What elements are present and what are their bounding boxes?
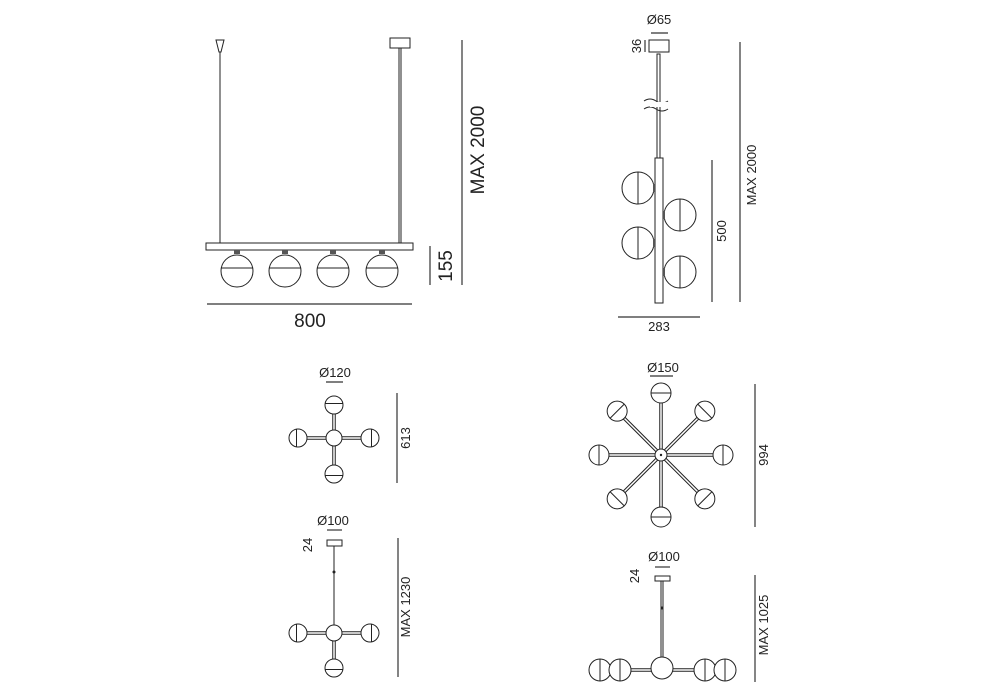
span-label: 613 <box>398 427 413 449</box>
linear-pendant-view: 800 MAX 2000 155 <box>205 37 489 332</box>
radial-top-view: Ø150 994 <box>588 360 771 528</box>
globe-divider <box>609 491 625 507</box>
glass-globe <box>712 444 734 466</box>
canopy-diameter-label: Ø65 <box>647 12 672 27</box>
height-label: MAX 2000 <box>468 106 489 195</box>
canopy-diameter-label: Ø100 <box>648 549 680 564</box>
glass-globe <box>324 464 344 484</box>
globe-outline <box>288 428 308 448</box>
glass-globe <box>663 198 697 232</box>
socket <box>379 250 385 254</box>
globe-outline <box>316 254 350 288</box>
rod-joint <box>660 606 664 610</box>
socket <box>282 250 288 254</box>
height-label: MAX 2000 <box>744 145 759 206</box>
vertical-tube <box>654 157 664 304</box>
glass-globe <box>268 254 302 288</box>
center-hub <box>325 624 343 642</box>
glass-globe <box>713 658 737 682</box>
rod-joint <box>332 570 336 574</box>
glass-globe <box>608 658 632 682</box>
globe-divider <box>697 491 713 507</box>
glass-globe <box>694 488 716 510</box>
canopy-diameter-label: Ø100 <box>317 513 349 528</box>
cable-anchor <box>215 39 225 53</box>
cross-top-view: Ø120 613 <box>288 365 413 484</box>
suspension-rod <box>660 580 664 660</box>
glass-globe <box>650 506 672 528</box>
globe-outline <box>288 623 308 643</box>
globe-outline <box>365 254 399 288</box>
globe-outline <box>360 428 380 448</box>
glass-globe <box>360 623 380 643</box>
socket <box>663 268 665 276</box>
glass-globe <box>316 254 350 288</box>
canopy <box>389 37 411 49</box>
glass-globe <box>324 658 344 678</box>
center-hub <box>650 656 674 680</box>
diameter-label: Ø150 <box>647 360 679 375</box>
width-label: 800 <box>294 311 326 332</box>
diameter-label: Ø120 <box>319 365 351 380</box>
socket <box>234 250 240 254</box>
width-label: 283 <box>648 319 670 334</box>
socket <box>663 211 665 219</box>
glass-globe <box>606 488 628 510</box>
horizontal-bar <box>205 242 414 251</box>
canopy-height-label: 24 <box>627 569 642 583</box>
glass-globe <box>220 254 254 288</box>
cross-side-view: Ø100 24 MAX 1230 <box>288 513 413 678</box>
glass-globe <box>588 444 610 466</box>
glass-globe <box>694 400 716 422</box>
canopy <box>654 575 671 582</box>
glass-globe <box>663 255 697 289</box>
canopy <box>648 39 670 53</box>
glass-globe <box>360 428 380 448</box>
suspension-rod <box>398 47 402 244</box>
glass-globe <box>621 226 655 260</box>
glass-globe <box>650 382 672 404</box>
span-label: 994 <box>756 444 771 466</box>
canopy-height-label: 24 <box>300 538 315 552</box>
glass-globe <box>621 171 655 205</box>
globe-outline <box>220 254 254 288</box>
globe-divider <box>609 403 625 419</box>
arm-inner <box>660 417 699 456</box>
arm-inner <box>623 417 662 456</box>
glass-globe <box>693 658 717 682</box>
height-label: MAX 1230 <box>398 577 413 638</box>
globe-divider <box>697 403 713 419</box>
globe-outline <box>268 254 302 288</box>
center-hub <box>325 429 343 447</box>
glass-globe <box>288 623 308 643</box>
socket <box>330 250 336 254</box>
body-height-label: 155 <box>436 250 457 282</box>
glass-globe <box>365 254 399 288</box>
globe-outline <box>324 658 344 678</box>
glass-globe <box>288 428 308 448</box>
canopy <box>326 539 343 547</box>
body-height-label: 500 <box>714 220 729 242</box>
hub-dot <box>659 453 663 457</box>
glass-globe <box>324 395 344 415</box>
socket <box>653 239 655 247</box>
globe-outline <box>324 395 344 415</box>
socket <box>653 184 655 192</box>
canopy-height-label: 36 <box>629 39 644 53</box>
glass-globe <box>606 400 628 422</box>
globe-outline <box>324 464 344 484</box>
break-gap <box>650 102 668 107</box>
arm-inner <box>623 454 662 493</box>
vertical-pendant-view: Ø65 36 500 MAX 2000 283 <box>618 12 759 334</box>
arm-inner <box>660 454 699 493</box>
height-label: MAX 1025 <box>756 595 771 656</box>
globe-outline <box>360 623 380 643</box>
radial-side-view: Ø100 24 MAX 1025 <box>588 549 771 682</box>
glass-globe <box>588 658 612 682</box>
